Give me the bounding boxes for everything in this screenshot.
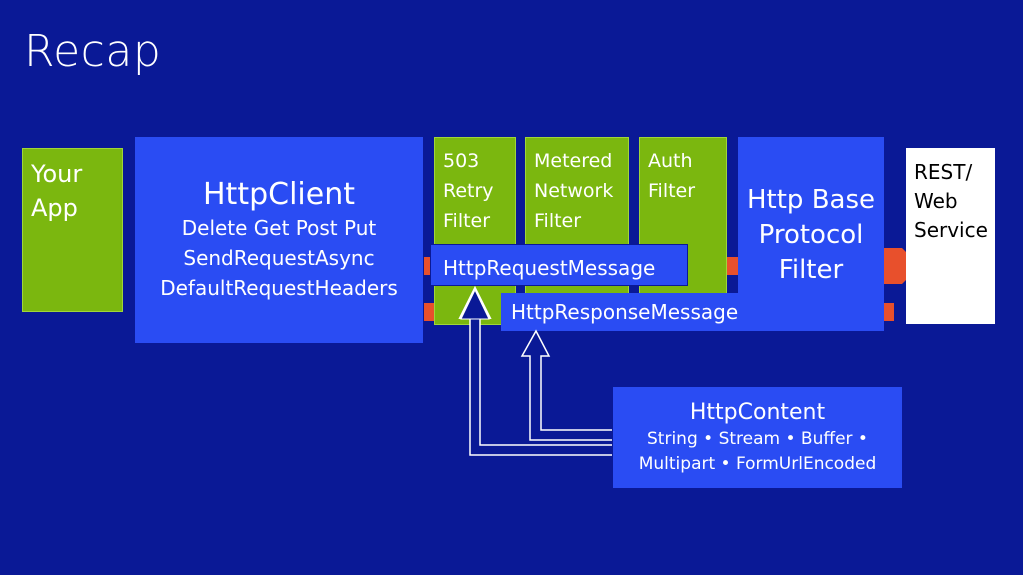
base-protocol-line-1: Http Base xyxy=(746,185,876,215)
http-content-types-1: String • Stream • Buffer • xyxy=(647,429,868,449)
http-client-methods: Delete Get Post Put xyxy=(181,216,377,240)
http-client-title: HttpClient xyxy=(203,177,355,212)
retry-filter-line-1: 503 xyxy=(443,150,480,172)
http-client-headers: DefaultRequestHeaders xyxy=(160,276,398,300)
http-content-box: HttpContent String • Stream • Buffer • M… xyxy=(613,387,902,488)
http-client-box: HttpClient Delete Get Post Put SendReque… xyxy=(135,137,423,343)
metered-filter-line-1: Metered xyxy=(534,150,613,172)
base-protocol-line-2: Protocol xyxy=(758,220,864,250)
metered-filter-line-3: Filter xyxy=(534,210,582,232)
response-content-arrow xyxy=(520,329,612,441)
auth-filter-line-2: Filter xyxy=(648,180,696,202)
http-client-send: SendRequestAsync xyxy=(183,246,375,270)
request-arrow-fill xyxy=(460,288,490,320)
rest-service-box: REST/ Web Service xyxy=(906,148,995,324)
response-message-label: HttpResponseMessage xyxy=(501,293,772,331)
rest-service-line-1: REST/ xyxy=(914,160,973,184)
your-app-label-1: Your xyxy=(31,160,83,188)
http-content-types-2: Multipart • FormUrlEncoded xyxy=(638,454,877,474)
base-protocol-line-3: Filter xyxy=(778,255,844,285)
http-content-title: HttpContent xyxy=(689,400,826,425)
request-message-label: HttpRequestMessage xyxy=(430,244,688,286)
rest-service-line-2: Web xyxy=(914,189,958,213)
auth-filter-line-1: Auth xyxy=(648,150,693,172)
retry-filter-line-3: Filter xyxy=(443,210,491,232)
retry-filter-line-2: Retry xyxy=(443,180,494,202)
metered-filter-line-2: Network xyxy=(534,180,614,202)
your-app-label-2: App xyxy=(31,194,78,222)
your-app-box: Your App xyxy=(22,148,123,312)
rest-service-line-3: Service xyxy=(914,218,988,242)
page-title: Recap xyxy=(24,26,162,77)
